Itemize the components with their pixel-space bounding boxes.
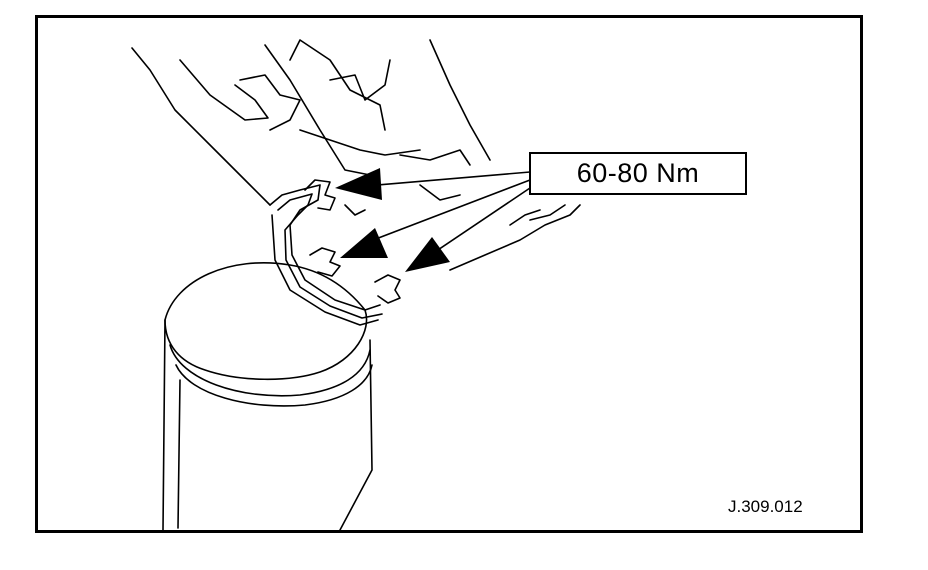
- arrow-upper: [335, 168, 382, 200]
- leader-line-middle: [359, 179, 531, 246]
- cylinder-right-side: [339, 339, 373, 531]
- body-panel-line: [264, 44, 371, 176]
- figure-reference-code: J.309.012: [728, 497, 803, 516]
- cylinder-ring-2: [175, 364, 373, 407]
- leader-line-upper: [364, 171, 531, 187]
- body-panel-line-2: [289, 39, 386, 131]
- body-panel-line-8: [344, 204, 366, 216]
- cylinder-top: [164, 261, 368, 381]
- body-panel-line-3: [329, 59, 391, 101]
- body-panel-line-6: [399, 149, 471, 166]
- right-component-2: [509, 209, 541, 226]
- arrow-middle: [340, 228, 388, 258]
- body-panel-line-7: [419, 184, 461, 201]
- torque-callout-label: 60-80 Nm: [529, 152, 747, 195]
- arrow-lower: [405, 237, 450, 272]
- body-outline-left: [131, 47, 271, 206]
- bolt-lower: [374, 274, 401, 304]
- cylinder-left-side-2: [177, 379, 181, 529]
- body-outline-inner: [179, 59, 269, 121]
- body-outline-mid: [239, 74, 301, 131]
- right-component: [449, 204, 581, 271]
- bolt-middle: [309, 247, 341, 277]
- bracket-edge: [271, 214, 379, 326]
- figure-frame: [35, 15, 863, 533]
- body-panel-line-5: [299, 129, 421, 156]
- body-panel-line-4: [429, 39, 491, 161]
- cylinder-ring: [169, 344, 371, 397]
- right-component-3: [529, 204, 566, 221]
- bolt-upper: [304, 179, 336, 211]
- bracket-inner: [277, 193, 383, 319]
- cylinder-left-side: [162, 319, 166, 531]
